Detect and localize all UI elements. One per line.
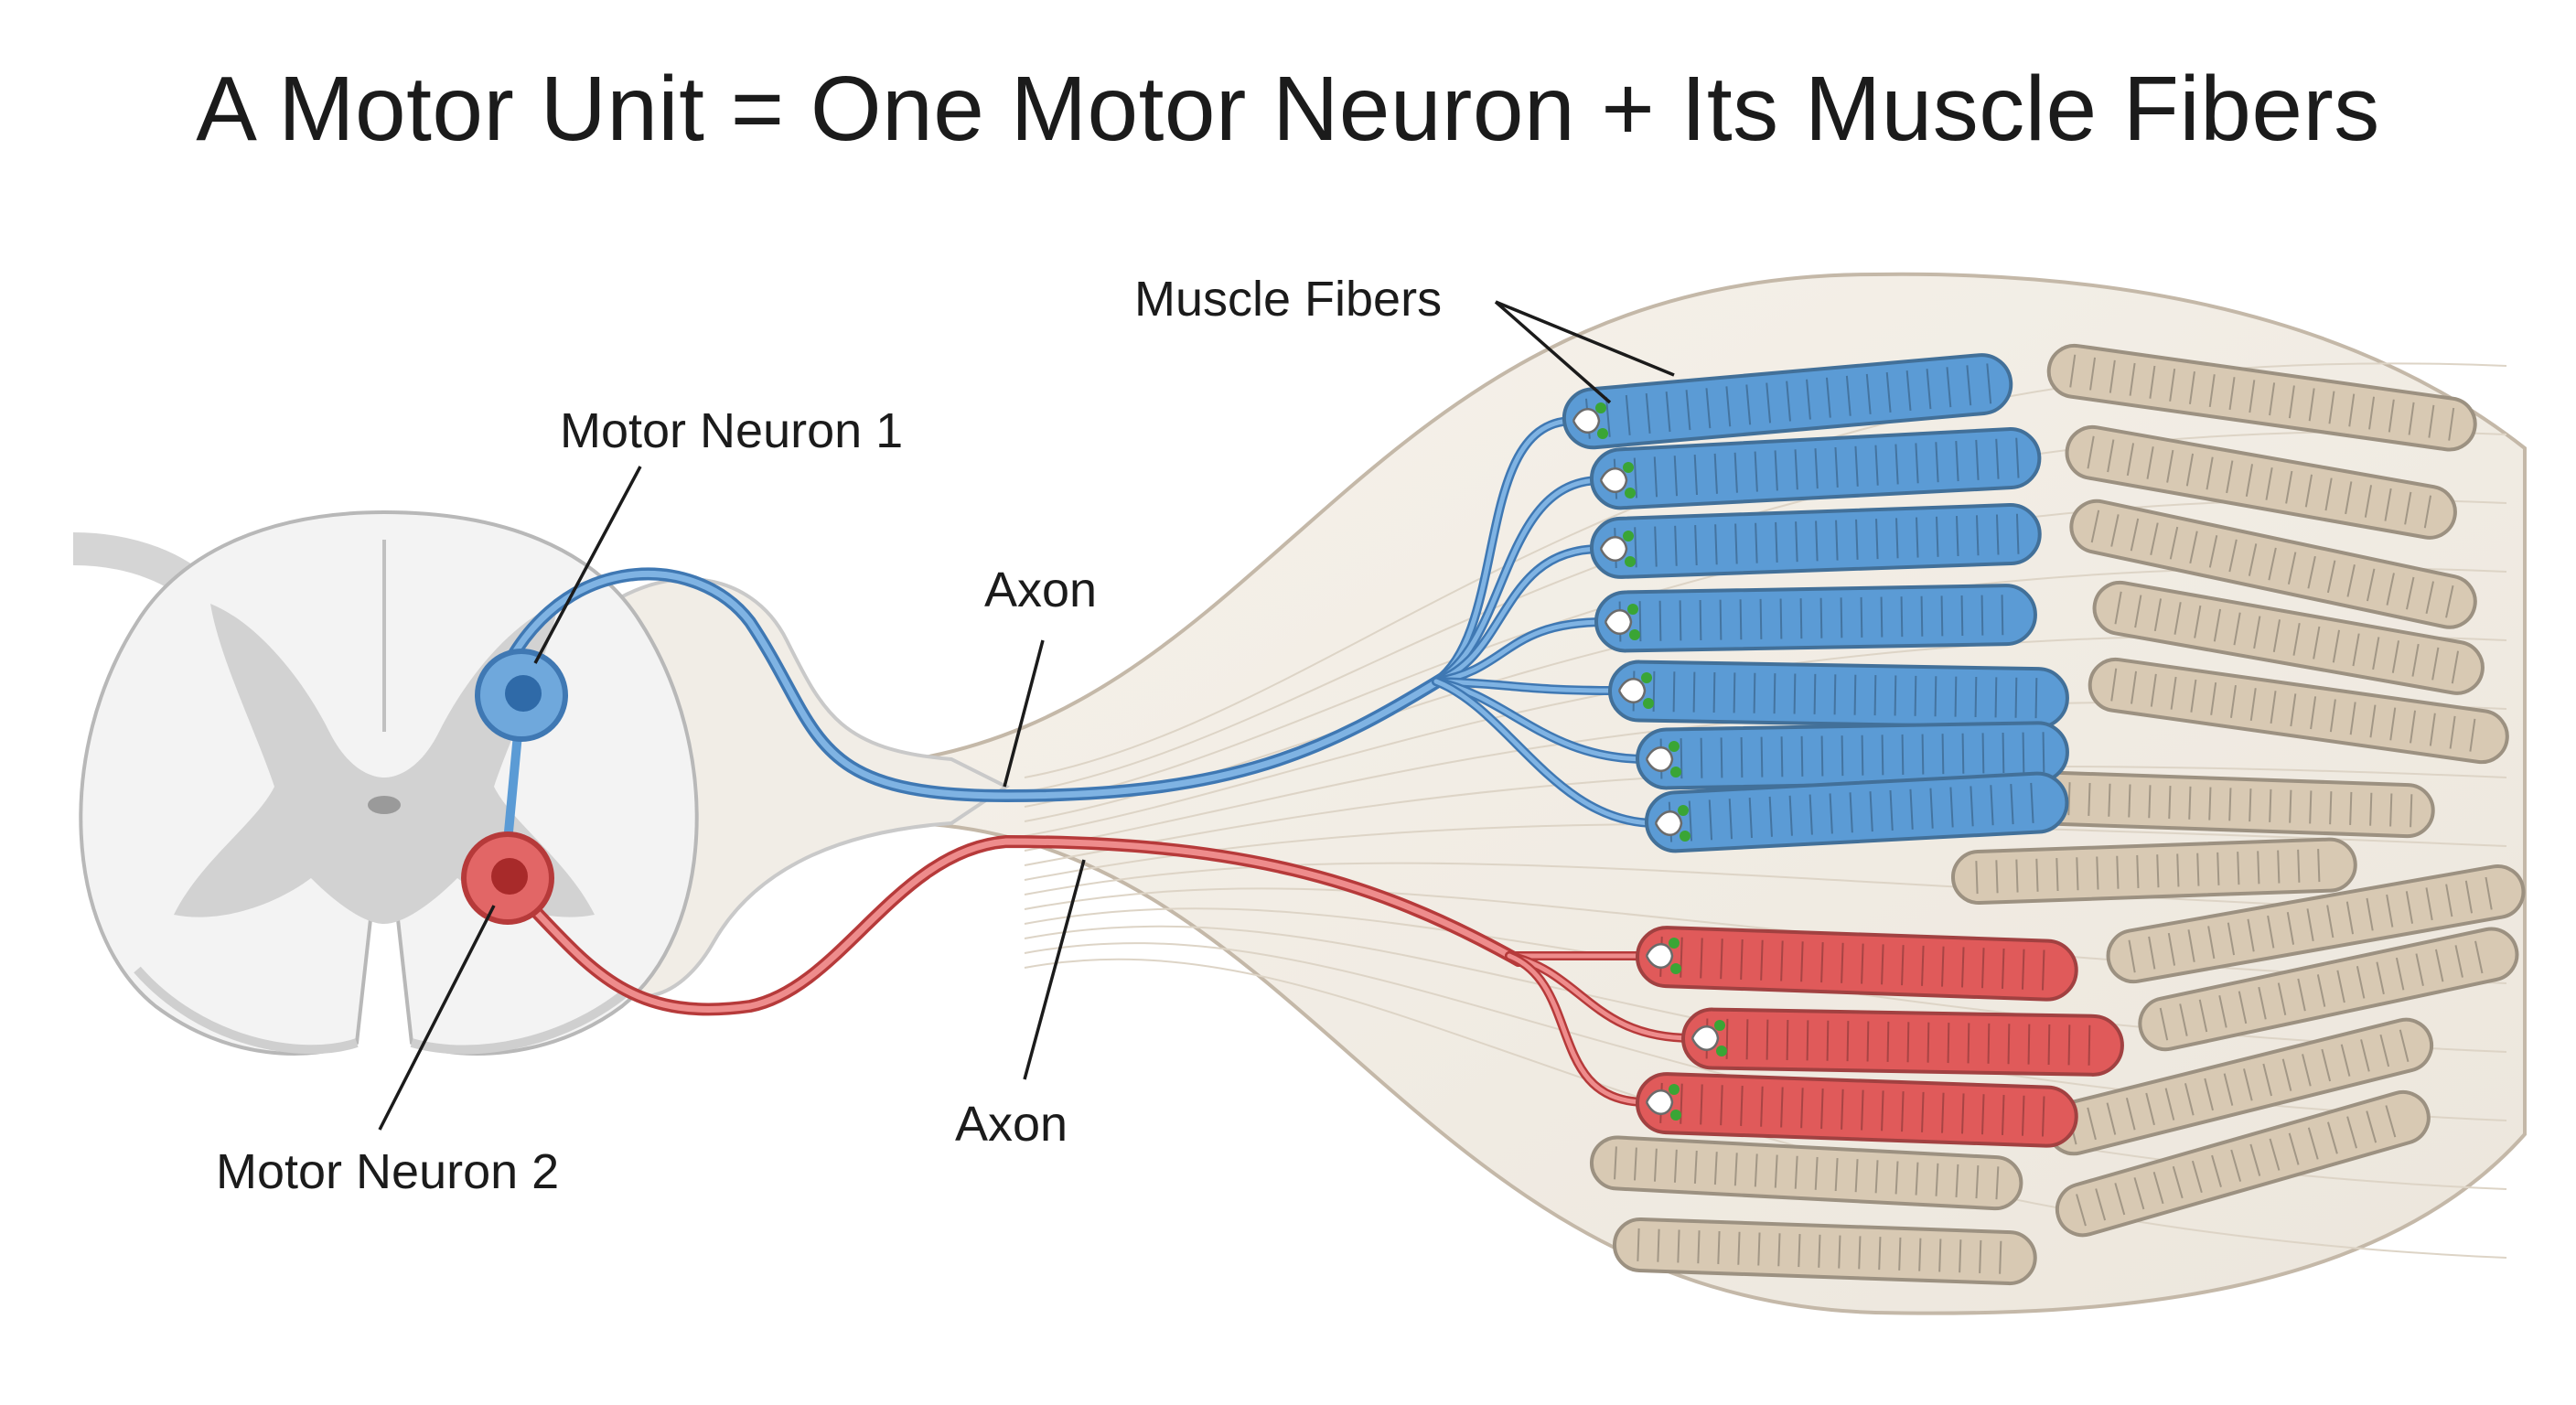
- muscle-fiber-other: [2046, 343, 2477, 452]
- neuromuscular-junction: [1604, 609, 1633, 635]
- neuromuscular-junction: [1599, 536, 1628, 562]
- neuromuscular-junction: [1645, 1089, 1674, 1115]
- muscle-fiber-other: [2088, 657, 2509, 765]
- muscle-fiber-other: [1982, 768, 2435, 839]
- muscle-fiber-motor-unit-1: [1562, 353, 2013, 450]
- muscle-fiber-other: [2069, 499, 2477, 629]
- leader-lines: [378, 300, 1675, 1131]
- junction-dot: [1670, 1110, 1681, 1121]
- junction-dot: [1597, 428, 1608, 439]
- axon-branch: [1433, 679, 1622, 693]
- label-axon-2: Axon: [955, 1097, 1068, 1152]
- neuromuscular-junction: [1690, 1025, 1720, 1051]
- junction-dot: [1669, 1084, 1680, 1095]
- junction-dot: [1641, 672, 1652, 683]
- junction-dot: [1714, 1020, 1725, 1031]
- axon-branch: [1507, 953, 1649, 1105]
- junction-dot: [1623, 462, 1634, 473]
- axon-branch: [1433, 679, 1658, 826]
- muscle-fiber-motor-unit-1: [1589, 427, 2042, 510]
- junction-dot: [1625, 488, 1636, 499]
- muscle-fiber-motor-unit-2: [1635, 1072, 2078, 1148]
- muscle-fiber-other: [1950, 837, 2357, 906]
- junction-dot: [1670, 963, 1681, 974]
- axon-branch: [1433, 418, 1576, 684]
- axon-branch: [1433, 546, 1604, 684]
- muscle-fiber-other: [2046, 1017, 2434, 1156]
- junction-dot: [1678, 805, 1689, 816]
- muscle-fiber-other: [1589, 1135, 2023, 1211]
- muscle-fiber-motor-unit-1: [1607, 660, 2069, 730]
- junction-dot: [1669, 741, 1680, 752]
- junction-dot: [1716, 1046, 1727, 1056]
- junction-dot: [1627, 604, 1638, 615]
- neuromuscular-junction: [1645, 746, 1674, 772]
- spinal-cord-shadow: [134, 966, 635, 1055]
- axon-red: [506, 834, 1525, 1016]
- neuromuscular-junction: [1654, 810, 1683, 836]
- neuromuscular-junction: [1617, 678, 1647, 703]
- axon-branch: [1507, 953, 1695, 1041]
- label-axon-1: Axon: [984, 563, 1098, 617]
- axon-branch: [1433, 619, 1608, 684]
- muscle-fiber-other: [2138, 927, 2519, 1052]
- page-title: A Motor Unit = One Motor Neuron + Its Mu…: [196, 58, 2380, 160]
- muscle-fiber-other: [2092, 580, 2485, 695]
- junction-dot: [1629, 629, 1640, 640]
- nerve-sheath: [584, 577, 1010, 999]
- axon-branch: [1433, 477, 1604, 684]
- muscle-fiber-motor-unit-1: [1589, 503, 2042, 579]
- muscle-fiber-motor-unit-1: [1594, 584, 2037, 653]
- junction-dot: [1669, 938, 1680, 949]
- label-motor-neuron-2: Motor Neuron 2: [216, 1144, 560, 1199]
- junction-dot: [1623, 531, 1634, 542]
- axon-branch: [1433, 679, 1649, 762]
- label-motor-neuron-1: Motor Neuron 1: [560, 403, 904, 458]
- neuromuscular-junction: [1599, 467, 1628, 493]
- muscle-fiber-other: [2055, 1089, 2431, 1238]
- motor-neuron-2-body: [461, 831, 554, 925]
- junction-dot: [1643, 698, 1654, 709]
- neuromuscular-junction: [1645, 943, 1674, 969]
- muscle-fiber-other: [1612, 1217, 2037, 1286]
- motor-neuron-1-body: [475, 649, 568, 742]
- muscle-fiber-motor-unit-1: [1644, 771, 2069, 853]
- muscle-fiber-other: [2065, 424, 2457, 540]
- muscle-fiber-other: [2106, 863, 2526, 984]
- neuromuscular-junction: [1572, 408, 1601, 434]
- junction-dot: [1625, 556, 1636, 567]
- muscle-fibers: [1562, 343, 2526, 1286]
- junction-dot: [1680, 831, 1690, 842]
- axon-branches: [1432, 416, 1697, 1107]
- junction-dot: [1595, 402, 1606, 413]
- junction-dot: [1670, 767, 1681, 778]
- label-muscle-fibers: Muscle Fibers: [1134, 272, 1443, 327]
- muscle-fiber-motor-unit-2: [1680, 1007, 2124, 1077]
